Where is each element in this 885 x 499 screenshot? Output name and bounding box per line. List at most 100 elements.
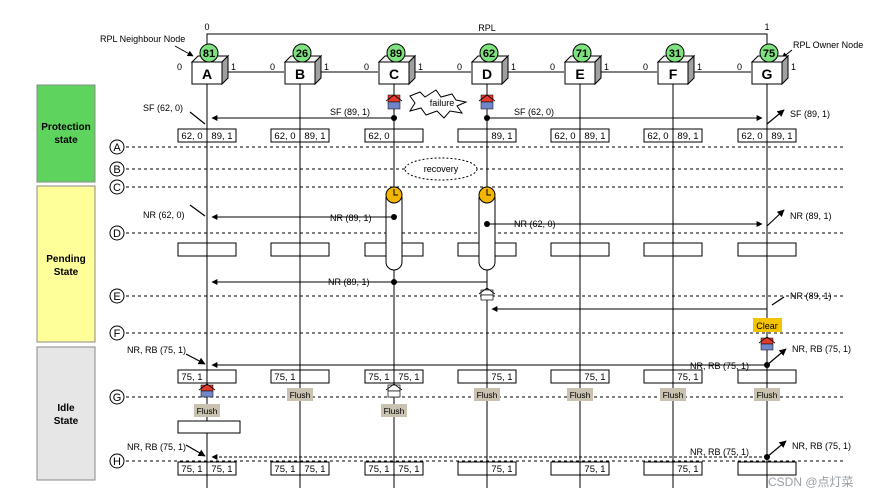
node-letter-f: F	[669, 66, 678, 82]
nrrb-h-g-label: NR, RB (75, 1)	[792, 441, 851, 451]
nr-89-right-label: NR (89, 1)	[790, 211, 832, 221]
pending-table-e	[550, 242, 610, 257]
rpl-owner-label: RPL Owner Node	[793, 40, 863, 50]
nrrb-a-in-arrow	[185, 353, 206, 365]
protection-state-panel	[36, 84, 96, 183]
table-right-cell: 75, 1	[304, 464, 325, 475]
marker-label-e: E	[113, 291, 120, 303]
nr-c-dot	[391, 214, 397, 220]
nrrb-h-a-label: NR, RB (75, 1)	[127, 442, 186, 452]
nr-89-e-label: NR (89, 1)	[790, 291, 832, 301]
sf-89-right-label: SF (89, 1)	[790, 109, 830, 119]
flush-badge-d	[474, 388, 500, 401]
marker-circle-e	[109, 288, 125, 304]
sf-89-center-label: SF (89, 1)	[330, 107, 370, 117]
port-left-label: 0	[270, 62, 275, 72]
port-right-label: 1	[231, 62, 236, 72]
protection-state-title-1: Protection	[41, 122, 90, 133]
rpl-right-end-value: 1	[764, 22, 769, 32]
table-left-cell: 62, 0	[647, 131, 668, 142]
flush-badge-e	[567, 388, 593, 401]
pending-table-b	[270, 242, 330, 257]
node-priority-e: 71	[576, 48, 588, 60]
rpl-label: RPL	[478, 23, 496, 33]
table-right-cell: 75, 1	[584, 464, 605, 475]
marker-label-c: C	[113, 182, 121, 194]
nr-g-out-arrow	[766, 209, 785, 227]
nrrb-g-label: NR, RB (75, 1)	[792, 344, 851, 354]
idle-table-2-f: 75, 1	[643, 461, 703, 476]
nr-62-right-label: NR (62, 0)	[514, 219, 556, 229]
table-left-cell: 62, 0	[368, 131, 389, 142]
pending-table-g	[737, 242, 797, 257]
table-right-cell: 75, 1	[398, 372, 419, 383]
recovery-cloud	[404, 157, 478, 181]
flush-badge-b	[287, 388, 313, 401]
rpl-left-end-value: 0	[204, 22, 209, 32]
flush-badge-f	[660, 388, 686, 401]
node-priority-f: 31	[669, 48, 681, 60]
port-left-label: 0	[643, 62, 648, 72]
c-unblocked-icon	[385, 383, 403, 398]
table-left-cell: 75, 1	[368, 464, 389, 475]
port-right-label: 1	[791, 62, 796, 72]
table-right-cell: 89, 1	[771, 131, 792, 142]
table-left-cell: 62, 0	[181, 131, 202, 142]
failure-label: failure	[430, 98, 455, 108]
flush-badge-a	[194, 404, 220, 417]
node-priority-badge	[386, 43, 406, 63]
marker-circle-f	[109, 325, 125, 341]
nrrb-a-label: NR, RB (75, 1)	[127, 345, 186, 355]
protection-table-a: 62, 0 89, 1	[177, 128, 237, 143]
table-right-cell: 75, 1	[211, 464, 232, 475]
marker-label-d: D	[113, 228, 121, 240]
neighbour-pointer-arrow	[174, 45, 194, 57]
node-priority-a: 81	[203, 48, 215, 60]
d-block-icon	[478, 94, 496, 110]
failure-burst-icon	[408, 89, 468, 119]
table-right-cell: 75, 1	[677, 372, 698, 383]
flush-label: Flush	[384, 406, 405, 416]
pending-table-a	[177, 242, 237, 257]
flush-label: Flush	[757, 390, 778, 400]
table-right-cell: 89, 1	[211, 131, 232, 142]
node-priority-badge	[572, 43, 592, 63]
sf-62-left-label: SF (62, 0)	[143, 103, 183, 113]
node-priority-badge	[292, 43, 312, 63]
marker-circle-a	[109, 139, 125, 155]
flush-label: Flush	[663, 390, 684, 400]
node-priority-c: 89	[390, 48, 402, 60]
sf-a-in-arrow	[189, 111, 206, 125]
node-priority-badge	[479, 43, 499, 63]
c-clock-hands-icon	[393, 189, 398, 196]
port-left-label: 0	[457, 62, 462, 72]
flush-label: Flush	[197, 406, 218, 416]
table-left-cell: 75, 1	[274, 464, 295, 475]
table-right-cell: 75, 1	[584, 372, 605, 383]
nrrb-h-a-in-arrow	[185, 444, 206, 457]
sf-origin-c-dot	[391, 115, 397, 121]
clear-badge	[753, 318, 782, 332]
table-left-cell: 75, 1	[181, 372, 202, 383]
node-priority-badge	[759, 43, 779, 63]
protection-table-c: 62, 0	[364, 128, 424, 143]
idle-table-2-e: 75, 1	[550, 461, 610, 476]
node-letter-b: B	[295, 66, 305, 82]
idle-table-1-g	[737, 369, 797, 384]
sf-g-out-arrow	[766, 109, 785, 125]
node-letter-e: E	[575, 66, 584, 82]
node-letter-d: D	[482, 66, 492, 82]
node-priority-d: 62	[483, 48, 495, 60]
port-left-label: 0	[737, 62, 742, 72]
sf-origin-d-dot	[484, 115, 490, 121]
table-left-cell: 62, 0	[554, 131, 575, 142]
